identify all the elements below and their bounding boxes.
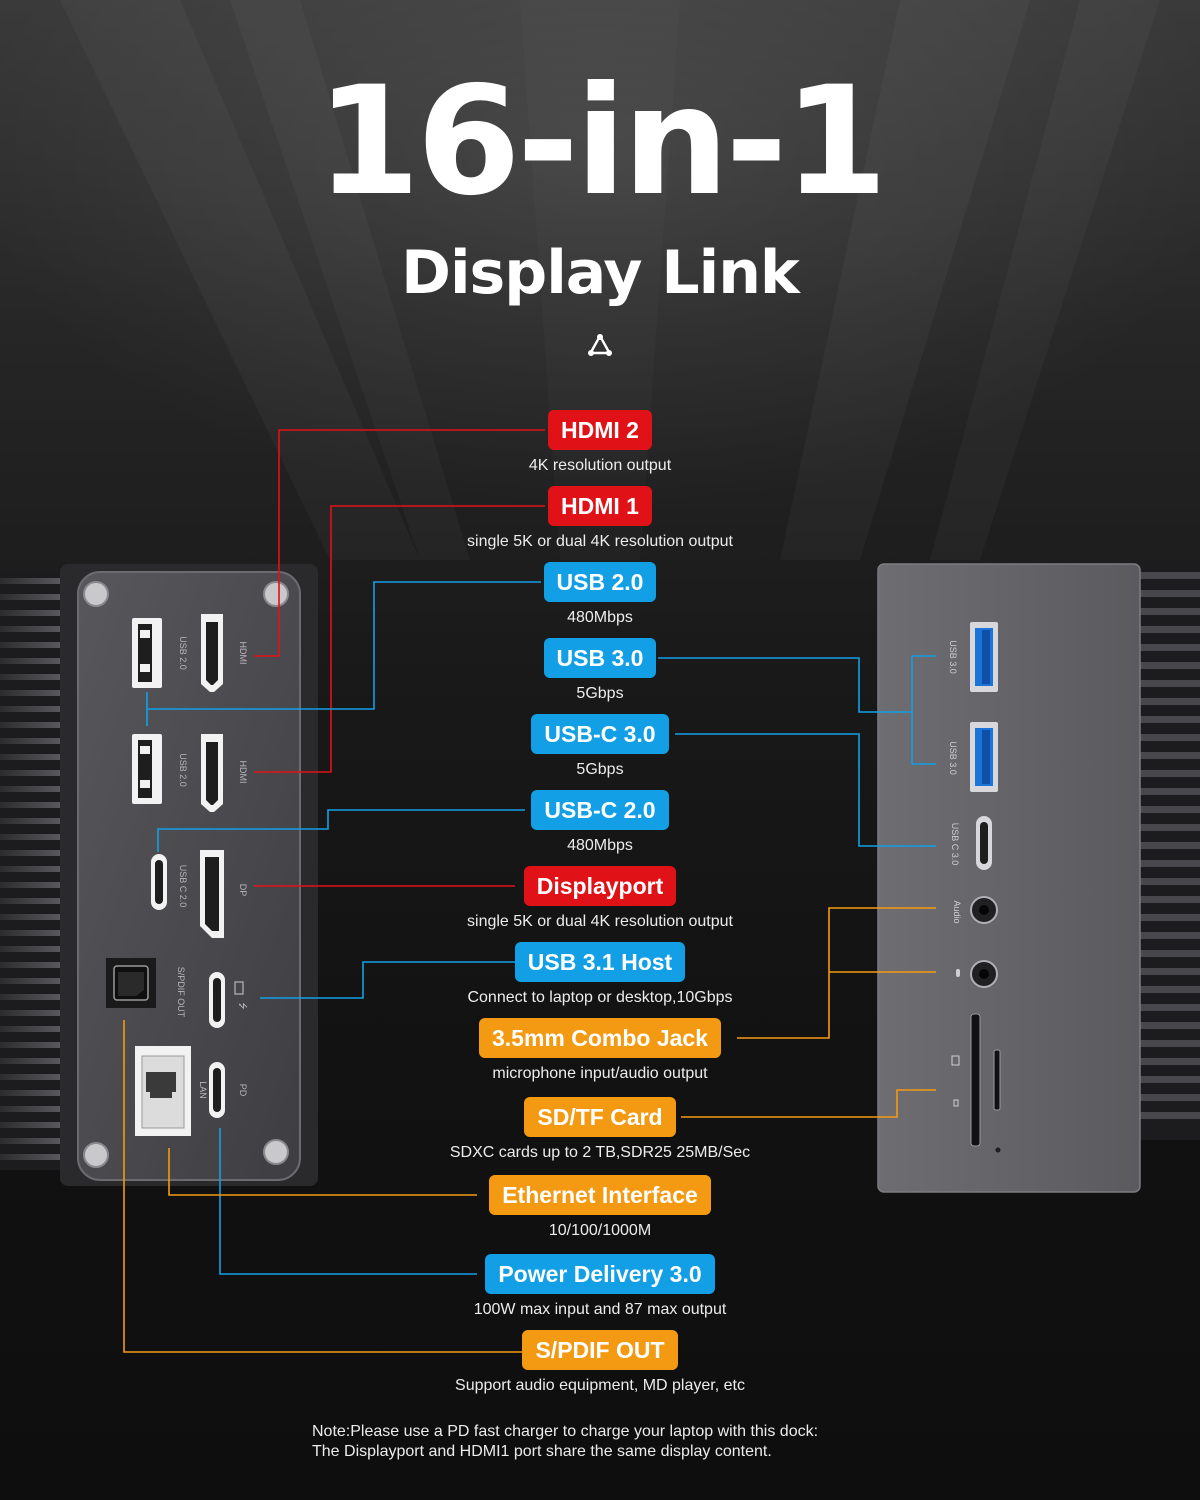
usb31-host-label-icon: ⭍ (234, 981, 248, 1010)
desc-displayport: single 5K or dual 4K resolution output (467, 913, 733, 930)
hdmi-port-1 (201, 734, 223, 812)
pill-usbc-2: USB-C 2.0 (531, 790, 669, 830)
desc-combo-jack: microphone input/audio output (492, 1065, 708, 1082)
svg-text:⭍: ⭍ (237, 1002, 248, 1010)
label-power-delivery: Power Delivery 3.0 100W max input and 87… (0, 1254, 1200, 1320)
desc-hdmi-1: single 5K or dual 4K resolution output (467, 533, 733, 550)
usb3-port-1-label: USB 3.0 (948, 640, 958, 674)
card-slot-icons (951, 1055, 960, 1107)
usbc2-port (151, 854, 167, 910)
pd-port-label: PD (238, 1084, 248, 1097)
pill-usb31-host: USB 3.1 Host (514, 942, 686, 982)
pill-combo-jack: 3.5mm Combo Jack (478, 1018, 722, 1058)
desc-usbc-2: 480Mbps (567, 837, 633, 854)
label-ethernet: Ethernet Interface 10/100/1000M (0, 1175, 1200, 1241)
spdif-port-label: S/PDIF OUT (176, 967, 186, 1018)
pill-usbc-3: USB-C 3.0 (531, 714, 669, 754)
label-combo-jack: 3.5mm Combo Jack microphone input/audio … (0, 1018, 1200, 1084)
desc-sd-tf-card: SDXC cards up to 2 TB,SDR25 25MB/Sec (449, 1144, 751, 1161)
pill-usb-3: USB 3.0 (543, 638, 657, 678)
dock-side-panel: USB 3.0 USB 3.0 USB C 3.0 Audio (877, 560, 1200, 1193)
brand-logo-icon (588, 334, 612, 356)
tf-card-slot (993, 1049, 1001, 1111)
usb2-port-2 (132, 734, 162, 804)
pill-spdif: S/PDIF OUT (522, 1330, 678, 1370)
hdmi-port-1-label: HDMI (238, 761, 248, 784)
usb3-port-2 (970, 722, 998, 792)
label-displayport: Displayport single 5K or dual 4K resolut… (0, 866, 1200, 932)
desc-usb-3: 5Gbps (576, 685, 624, 702)
label-usbc-3: USB-C 3.0 5Gbps (0, 714, 1200, 780)
spdif-port (106, 958, 156, 1008)
label-sd-tf-card: SD/TF Card SDXC cards up to 2 TB,SDR25 2… (0, 1097, 1200, 1163)
subtitle: Display Link (401, 238, 800, 308)
desc-power-delivery: 100W max input and 87 max output (473, 1301, 727, 1318)
audio-jack-label: Audio (952, 900, 962, 923)
label-usbc-2: USB-C 2.0 480Mbps (0, 790, 1200, 856)
label-hdmi-1: HDMI 1 single 5K or dual 4K resolution o… (0, 486, 1200, 552)
label-hdmi-2: HDMI 2 4K resolution output (0, 410, 1200, 476)
pill-hdmi-1: HDMI 1 (548, 486, 652, 526)
displayport-port (200, 850, 224, 938)
pill-displayport: Displayport (523, 866, 677, 906)
desc-spdif: Support audio equipment, MD player, etc (455, 1377, 745, 1394)
status-led (995, 1147, 1001, 1153)
desc-ethernet: 10/100/1000M (548, 1222, 652, 1239)
desc-hdmi-2: 4K resolution output (528, 457, 672, 474)
sd-card-slot (970, 1013, 981, 1147)
footnote: Note:Please use a PD fast charger to cha… (312, 1422, 1012, 1462)
usbc2-port-label: USB C 2.0 (178, 865, 188, 908)
usbc3-port (976, 816, 992, 870)
pill-hdmi-2: HDMI 2 (548, 410, 652, 450)
left-heatsink-fins (0, 570, 62, 1170)
usbc3-port-label: USB C 3.0 (950, 823, 960, 866)
usb31-host-port (209, 972, 225, 1028)
footnote-line-2: The Displayport and HDMI1 port share the… (312, 1443, 772, 1460)
label-usb-2: USB 2.0 480Mbps (0, 562, 1200, 628)
side-heatsink-fins (1132, 560, 1200, 1140)
usb3-port-1 (970, 622, 998, 692)
pill-ethernet: Ethernet Interface (489, 1175, 711, 1215)
desc-usb-2: 480Mbps (567, 609, 633, 626)
desc-usbc-3: 5Gbps (576, 761, 624, 778)
label-spdif: S/PDIF OUT Support audio equipment, MD p… (0, 1330, 1200, 1396)
usb2-port-2-label: USB 2.0 (178, 753, 188, 787)
desc-usb31-host: Connect to laptop or desktop,10Gbps (467, 989, 733, 1006)
pill-sd-tf-card: SD/TF Card (524, 1097, 676, 1137)
main-title: 16-in-1 (316, 55, 888, 229)
pill-power-delivery: Power Delivery 3.0 (485, 1254, 715, 1294)
audio-jack-2 (970, 960, 998, 988)
label-usb-3: USB 3.0 5Gbps (0, 638, 1200, 704)
displayport-port-label: DP (238, 884, 248, 897)
label-usb31-host: USB 3.1 Host Connect to laptop or deskto… (0, 942, 1200, 1008)
microphone-icon (956, 969, 960, 977)
audio-jack-1 (970, 896, 998, 924)
usb3-port-2-label: USB 3.0 (948, 741, 958, 775)
footnote-line-1: Note:Please use a PD fast charger to cha… (312, 1423, 819, 1440)
pill-usb-2: USB 2.0 (543, 562, 657, 602)
